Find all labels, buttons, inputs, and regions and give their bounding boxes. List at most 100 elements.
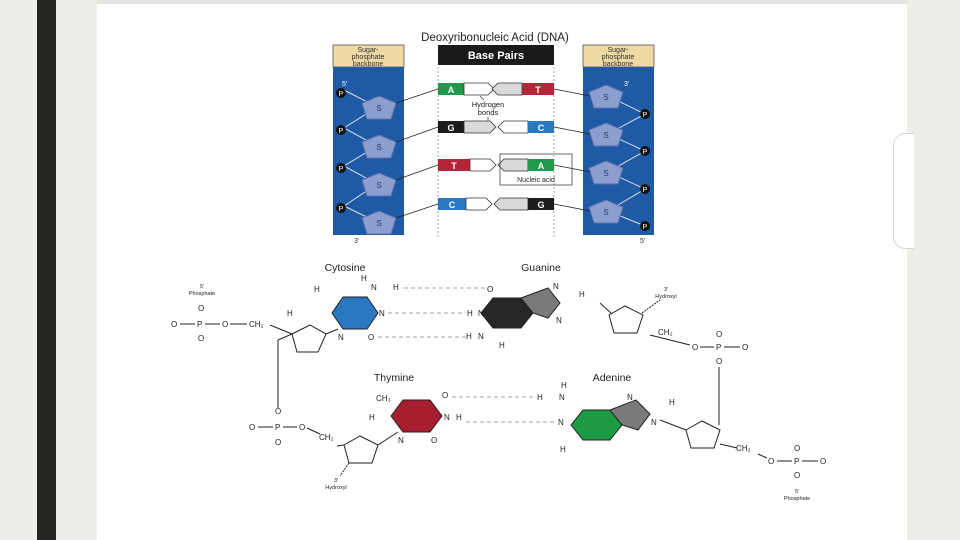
bond-line [306,427,321,435]
base-right-letter: T [535,85,541,95]
left-backbone-label-2: phosphate [352,54,385,61]
right-sugar-4: S [588,199,624,224]
base-right-box [528,198,554,210]
atom-p: P [794,457,799,466]
five-prime-label: 5' [795,489,799,495]
left-phosphate-1: P [336,88,346,98]
right-phosphate-4: P [640,221,650,231]
methyl-group: CH₃ [376,394,391,403]
bond-line [339,462,350,477]
atom-p: P [716,343,721,352]
atom-h: H [393,283,399,292]
left-sugar-1: S [361,95,397,120]
atom-h: H [314,285,320,294]
sugar-symbol: S [603,93,608,102]
phosphate-symbol: P [643,149,648,156]
diagram-title: Deoxyribonucleic Acid (DNA) [421,32,569,44]
atom-o: O [716,357,722,366]
atom-o: O [820,457,826,466]
base-left-box [438,83,464,95]
base-left-box [438,159,470,171]
atom-n: N [651,418,657,427]
bond-line [336,444,345,447]
base-pair-2: G C [438,120,554,134]
sugar-symbol: S [603,131,608,140]
sugar-symbol: S [376,181,381,190]
atom-o: O [431,436,437,445]
atom-n: N [556,316,562,325]
link-line [553,88,591,97]
right-phosphate-3: P [640,184,650,194]
three-prime-label: 3' [334,478,338,484]
phosphate-symbol: P [339,128,344,135]
atom-h: H [537,393,543,402]
atom-n: N [478,332,484,341]
phosphate-label: Phosphate [189,291,215,297]
atom-o: O [768,457,774,466]
bond-line [269,324,293,335]
base-right-box [528,159,554,171]
base-pair-4: C G [438,197,554,211]
thymine-sugar [343,435,379,464]
left-bottom-end-label: 3' [354,238,359,245]
left-backbone-label-3: backbone [353,61,383,68]
atom-n: N [379,309,385,318]
right-backbone-label-1: Sugar- [607,47,629,54]
link-line [395,203,439,219]
base-left-box [438,198,466,210]
atom-o: O [442,391,448,400]
hydroxyl-label: Hydroxyl [655,294,676,300]
atom-n: N [558,418,564,427]
atom-h: H [560,445,566,454]
side-pull-tab[interactable] [893,133,914,249]
sugar-symbol: S [603,169,608,178]
link-line [553,203,591,212]
atom-o: O [299,423,305,432]
atom-n: N [559,393,565,402]
phosphate-symbol: P [339,91,344,98]
phosphate-symbol: P [643,224,648,231]
guanine-ring-5 [520,287,561,319]
atom-h: H [561,381,567,390]
base-pair-1: A T [438,82,554,96]
link-line [553,126,591,135]
guanine-sugar [608,305,644,334]
bond-line [757,453,768,459]
atom-n: N [478,309,484,318]
bond-line [377,431,399,446]
atom-o: O [171,320,177,329]
atom-n: N [371,283,377,292]
atom-p: P [197,320,202,329]
left-sugar-4: S [361,210,397,235]
sugar-symbol: S [376,219,381,228]
bond-line [599,302,613,315]
phosphate-symbol: P [339,166,344,173]
sugar-symbol: S [376,143,381,152]
atom-o: O [198,334,204,343]
nucleic-acid-box [499,153,573,186]
thymine-ring [390,399,443,433]
base-pairs-header [438,45,554,65]
atom-h: H [499,341,505,350]
right-sugar-3: S [588,160,624,185]
hydrogen-bonds-label-1: Hydrogen [472,100,505,109]
left-top-end-label: 5' [342,81,347,88]
atom-n: N [553,282,559,291]
atom-o: O [742,343,748,352]
right-sugar-2: S [588,122,624,147]
hydroxyl-label: Hydroxyl [325,485,346,491]
adenine-ring-5 [609,399,651,431]
link-line [395,126,439,143]
base-right-letter: C [538,123,545,133]
hydrogen-bonds-pointer [479,95,485,101]
base-right-letter: G [537,200,544,210]
left-phosphate-4: P [336,203,346,213]
base-right-box [528,121,554,133]
base-left-box [438,121,464,133]
bond-line [649,334,691,346]
atom-o: O [487,285,493,294]
atom-h: H [287,309,293,318]
ch2-group: CH₂ [319,433,334,442]
right-bottom-end-label: 5' [640,238,645,245]
